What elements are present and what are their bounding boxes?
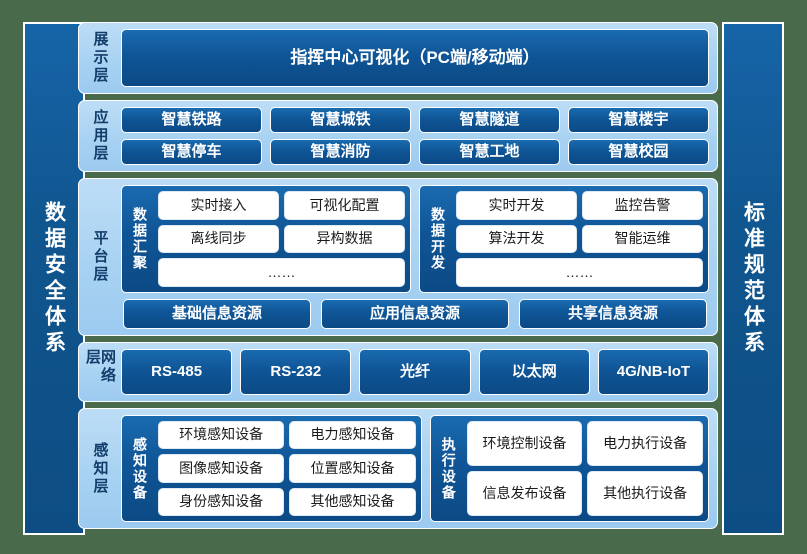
layer-network: 网络层 RS-485 RS-232 光纤 以太网 4G/NB-IoT [78,342,718,402]
group-aggregation-grid: 实时接入 可视化配置 离线同步 异构数据 …… [158,191,405,288]
group-development-grid: 实时开发 监控告警 算法开发 智能运维 …… [456,191,703,288]
layer-platform: 平台层 数据汇聚 实时接入 可视化配置 [78,178,718,336]
layer-network-label: 网络层 [84,349,116,395]
network-item[interactable]: RS-232 [240,349,352,395]
layer-application-label-text: 应用层 [91,109,109,163]
layer-perception-label: 感知层 [85,415,115,522]
sensing-item[interactable]: 电力感知设备 [289,421,416,450]
group-development-label-text: 数据开发 [430,207,446,271]
actuating-row-2: 信息发布设备 其他执行设备 [466,471,703,516]
layer-perception-label-text: 感知层 [91,441,109,496]
app-item[interactable]: 智慧工地 [419,139,560,165]
sensing-item[interactable]: 身份感知设备 [158,487,285,516]
layer-stack: 展示层 指挥中心可视化（PC端/移动端） 应用层 智慧铁路 智慧城铁 智慧隧道 … [78,22,718,535]
layer-platform-label-text: 平台层 [91,230,109,284]
development-row-1: 实时开发 监控告警 [456,191,703,220]
app-item[interactable]: 智慧铁路 [121,107,262,133]
resource-item[interactable]: 应用信息资源 [321,299,509,329]
layer-perception: 感知层 感知设备 环境感知设备 电力感知设备 [78,408,718,529]
actuating-row-1: 环境控制设备 电力执行设备 [466,421,703,466]
development-row-3: …… [456,258,703,288]
sensing-row-1: 环境感知设备 电力感知设备 [158,421,416,450]
layer-perception-body: 感知设备 环境感知设备 电力感知设备 图像感知设备 位置感知设备 [121,415,709,522]
development-row-2: 算法开发 智能运维 [456,224,703,254]
group-sensing-label-text: 感知设备 [132,436,148,501]
layer-platform-label: 平台层 [85,185,115,329]
application-row-1: 智慧铁路 智慧城铁 智慧隧道 智慧楼宇 [121,107,709,133]
app-item[interactable]: 智慧城铁 [270,107,411,133]
group-sensing-grid: 环境感知设备 电力感知设备 图像感知设备 位置感知设备 身份感知设备 其他感知设… [158,421,416,516]
display-command-center[interactable]: 指挥中心可视化（PC端/移动端） [121,29,709,87]
aggregation-row-3: …… [158,258,405,288]
sensing-row-2: 图像感知设备 位置感知设备 [158,454,416,483]
development-item-more[interactable]: …… [456,258,703,288]
layer-display-label-text: 展示层 [91,31,109,85]
network-items: RS-485 RS-232 光纤 以太网 4G/NB-IoT [121,349,710,395]
layer-network-body: RS-485 RS-232 光纤 以太网 4G/NB-IoT [121,349,710,395]
platform-resources: 基础信息资源 应用信息资源 共享信息资源 [121,299,709,329]
group-actuating-grid: 环境控制设备 电力执行设备 信息发布设备 其他执行设备 [466,421,703,516]
resource-item[interactable]: 基础信息资源 [123,299,311,329]
layer-display-body: 指挥中心可视化（PC端/移动端） [121,29,709,87]
network-item[interactable]: 以太网 [478,349,590,395]
network-item[interactable]: RS-485 [121,349,233,395]
network-item[interactable]: 4G/NB-IoT [597,349,710,395]
aggregation-item-more[interactable]: …… [158,258,405,288]
group-actuating-label-text: 执行设备 [440,436,457,501]
group-data-development: 数据开发 实时开发 监控告警 算法开发 智能运维 [419,185,709,293]
group-development-label: 数据开发 [425,191,451,287]
aggregation-item[interactable]: 离线同步 [158,224,279,254]
development-item[interactable]: 智能运维 [582,224,703,254]
pillar-data-security: 数据安全体系 [23,22,85,535]
pillar-right-label: 标准规范体系 [741,200,765,357]
group-sensing-label: 感知设备 [127,421,153,516]
sensing-item[interactable]: 其他感知设备 [289,487,416,516]
development-item[interactable]: 算法开发 [456,224,577,254]
app-item[interactable]: 智慧消防 [270,139,411,165]
group-actuating-devices: 执行设备 环境控制设备 电力执行设备 信息发布设备 其他执行设备 [429,415,709,522]
actuating-item[interactable]: 环境控制设备 [466,421,583,466]
actuating-item[interactable]: 信息发布设备 [466,471,583,516]
group-aggregation-label-text: 数据汇聚 [132,207,148,271]
actuating-item[interactable]: 电力执行设备 [587,421,703,466]
sensing-item[interactable]: 图像感知设备 [158,454,285,483]
layer-platform-body: 数据汇聚 实时接入 可视化配置 离线同步 异构数据 [121,185,709,329]
group-actuating-label: 执行设备 [436,421,462,516]
sensing-row-3: 身份感知设备 其他感知设备 [158,487,416,516]
pillar-standards: 标准规范体系 [722,22,784,535]
app-item[interactable]: 智慧隧道 [419,107,560,133]
layer-display: 展示层 指挥中心可视化（PC端/移动端） [78,22,718,94]
actuating-item[interactable]: 其他执行设备 [587,471,703,516]
app-item[interactable]: 智慧校园 [568,139,709,165]
layer-display-label: 展示层 [85,29,115,87]
layer-application-body: 智慧铁路 智慧城铁 智慧隧道 智慧楼宇 智慧停车 智慧消防 智慧工地 智慧校园 [121,107,709,165]
group-aggregation-label: 数据汇聚 [127,191,153,287]
sensing-item[interactable]: 环境感知设备 [158,421,285,450]
development-item[interactable]: 实时开发 [456,191,577,220]
layer-application: 应用层 智慧铁路 智慧城铁 智慧隧道 智慧楼宇 智慧停车 智慧消防 智慧工地 智… [78,100,718,172]
group-data-aggregation: 数据汇聚 实时接入 可视化配置 离线同步 异构数据 [121,185,411,293]
aggregation-item[interactable]: 可视化配置 [284,191,405,220]
app-item[interactable]: 智慧楼宇 [568,107,709,133]
network-item[interactable]: 光纤 [359,349,471,395]
layer-application-label: 应用层 [85,107,115,165]
development-item[interactable]: 监控告警 [582,191,703,220]
app-item[interactable]: 智慧停车 [121,139,262,165]
resource-item[interactable]: 共享信息资源 [519,299,707,329]
layer-network-label-text: 网络层 [84,349,116,385]
aggregation-item[interactable]: 异构数据 [284,224,405,254]
perception-groups: 感知设备 环境感知设备 电力感知设备 图像感知设备 位置感知设备 [121,415,709,522]
aggregation-row-1: 实时接入 可视化配置 [158,191,405,220]
application-row-2: 智慧停车 智慧消防 智慧工地 智慧校园 [121,139,709,165]
sensing-item[interactable]: 位置感知设备 [289,454,416,483]
platform-groups: 数据汇聚 实时接入 可视化配置 离线同步 异构数据 [121,185,709,293]
aggregation-row-2: 离线同步 异构数据 [158,224,405,254]
group-sensing-devices: 感知设备 环境感知设备 电力感知设备 图像感知设备 位置感知设备 [121,415,422,522]
aggregation-item[interactable]: 实时接入 [158,191,279,220]
pillar-left-label: 数据安全体系 [42,200,66,357]
